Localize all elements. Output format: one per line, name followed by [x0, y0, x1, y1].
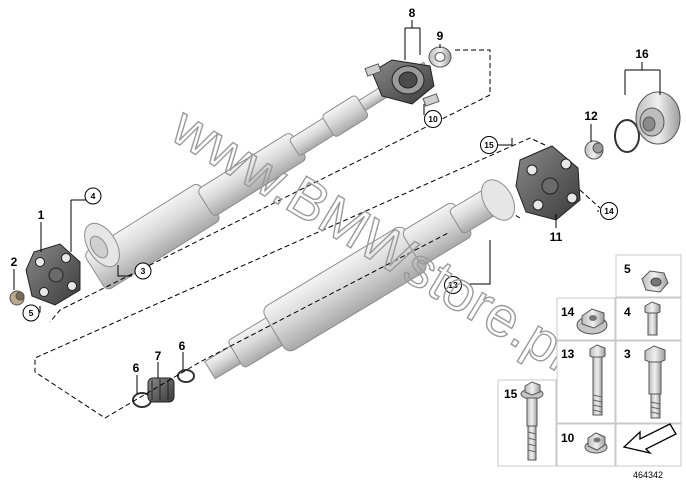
- part-label-8: 8: [409, 6, 416, 20]
- hardware-table: 5 14 4 13 3: [497, 254, 682, 467]
- flex-disc-rear: [515, 145, 581, 221]
- part-label-1: 1: [38, 208, 45, 222]
- svg-text:15: 15: [484, 140, 494, 150]
- part-label-16: 16: [635, 47, 649, 61]
- leader-lines: [13, 20, 661, 394]
- reference-number: 464342: [633, 470, 663, 480]
- assembly-path-upper: [49, 49, 491, 323]
- hardware-tile-14: 14: [556, 297, 616, 341]
- center-support-bearing: [364, 59, 440, 107]
- circled-label-15: 15: [480, 136, 498, 154]
- circled-label-5: 5: [22, 304, 40, 322]
- part-label-12: 12: [584, 109, 598, 123]
- svg-text:14: 14: [561, 305, 575, 319]
- svg-text:5: 5: [624, 262, 631, 276]
- circled-label-14: 14: [600, 202, 618, 220]
- flex-disc-front: [25, 243, 81, 306]
- svg-text:3: 3: [624, 347, 631, 361]
- hardware-tile-5: 5: [615, 254, 682, 298]
- part-labels: 1 2 6 7 6 8 9 11 12 16: [11, 6, 649, 375]
- hardware-tile-13: 13: [556, 340, 616, 424]
- circled-label-13: 13: [444, 276, 462, 294]
- part-label-9: 9: [437, 29, 444, 43]
- front-shaft-flange: [84, 222, 120, 268]
- centering-sleeve: [9, 290, 25, 306]
- part-label-11: 11: [550, 230, 563, 244]
- svg-text:15: 15: [504, 387, 518, 401]
- circled-label-10: 10: [424, 110, 442, 128]
- direction-arrow-icon: [622, 423, 677, 455]
- part-label-6-right: 6: [179, 339, 186, 353]
- hardware-tile-10: 10: [556, 423, 616, 467]
- circled-label-3: 3: [134, 262, 152, 280]
- svg-text:13: 13: [561, 347, 575, 361]
- direction-arrow-tile: [615, 423, 682, 467]
- hardware-tile-4: 4: [615, 297, 682, 341]
- svg-text:14: 14: [604, 206, 614, 216]
- sliding-joint-boot: [132, 369, 195, 408]
- svg-text:10: 10: [428, 114, 438, 124]
- circled-label-4: 4: [84, 187, 102, 205]
- grooved-ball-bearing: [428, 46, 452, 68]
- svg-text:3: 3: [141, 266, 146, 276]
- watermark: www.BMWstore.pl: [161, 94, 584, 382]
- svg-text:5: 5: [29, 308, 34, 318]
- part-label-7: 7: [155, 349, 162, 363]
- rear-propeller-shaft: [204, 179, 516, 380]
- hardware-tile-3: 3: [615, 340, 682, 424]
- svg-text:4: 4: [624, 305, 631, 319]
- svg-text:4: 4: [91, 191, 96, 201]
- circled-labels: 4 3 5 10 15 14 13: [22, 110, 618, 322]
- assembly-path-rear: [514, 189, 601, 219]
- output-flange: [614, 91, 681, 153]
- assembly-path-lower: [34, 137, 546, 419]
- svg-text:13: 13: [448, 280, 458, 290]
- part-label-6-left: 6: [133, 361, 140, 375]
- part-label-2: 2: [11, 255, 18, 269]
- hardware-tile-15: 15: [497, 379, 557, 467]
- rear-centering-sleeve: [584, 140, 604, 160]
- svg-text:10: 10: [561, 431, 575, 445]
